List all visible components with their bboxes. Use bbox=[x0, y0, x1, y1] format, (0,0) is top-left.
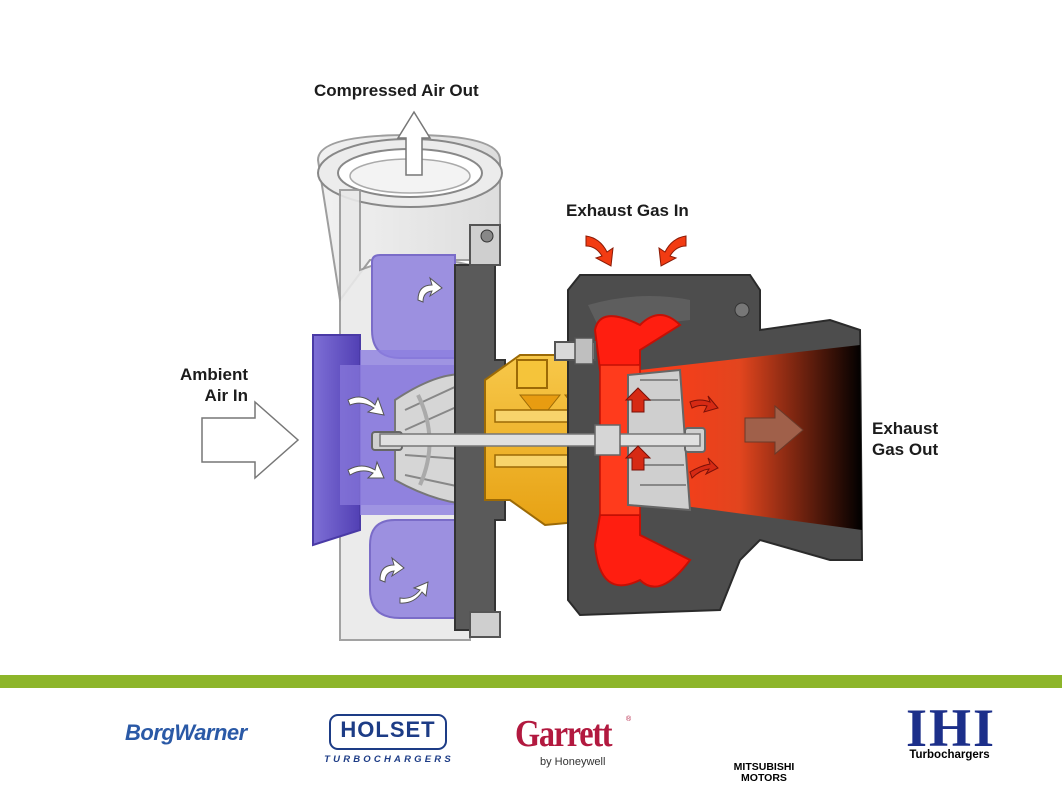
ambient-air-in-line2: Air In bbox=[204, 386, 248, 405]
ambient-air-in-line1: Ambient bbox=[180, 365, 248, 384]
ambient-air-in-arrow bbox=[201, 400, 300, 480]
exhaust-gas-in-label: Exhaust Gas In bbox=[566, 201, 689, 220]
compressed-air-out-label: Compressed Air Out bbox=[314, 81, 479, 100]
exhaust-flow-arrows bbox=[624, 387, 719, 479]
exhaust-gas-out-line2: Gas Out bbox=[872, 440, 939, 459]
green-divider-bar bbox=[0, 675, 1062, 688]
exhaust-gas-out-line1: Exhaust bbox=[872, 419, 939, 438]
backplate bbox=[454, 224, 506, 638]
garrett-tagline: by Honeywell bbox=[540, 756, 606, 768]
holset-logo-frame bbox=[329, 714, 447, 750]
ihi-logo: IHI bbox=[905, 698, 997, 758]
garrett-logo: Garrett bbox=[515, 713, 613, 755]
garrett-registered-mark: ® bbox=[626, 716, 632, 723]
ambient-air-in-label: Ambient Air In bbox=[168, 364, 248, 406]
compressed-air-out-arrow bbox=[396, 110, 432, 176]
turbocharger-cutaway-diagram bbox=[201, 110, 864, 641]
mitsubishi-line2: MOTORS bbox=[741, 772, 787, 784]
mitsubishi-logo: MITSUBISHI MOTORS bbox=[718, 762, 810, 784]
mitsubishi-line1: MITSUBISHI bbox=[733, 761, 795, 773]
holset-logo: HOLSET bbox=[340, 717, 436, 742]
turbine-shaft bbox=[379, 424, 701, 456]
housing-bolt bbox=[554, 337, 596, 365]
exhaust-gas-out-arrow bbox=[744, 404, 804, 456]
exhaust-gas-out-label: Exhaust Gas Out bbox=[872, 418, 938, 460]
ihi-tagline: Turbochargers bbox=[909, 749, 990, 761]
holset-tagline: TURBOCHARGERS bbox=[324, 754, 454, 765]
borgwarner-logo: BorgWarner bbox=[125, 720, 247, 745]
air-flow-arrows bbox=[347, 276, 443, 604]
exhaust-gas-in-arrows bbox=[585, 235, 687, 267]
